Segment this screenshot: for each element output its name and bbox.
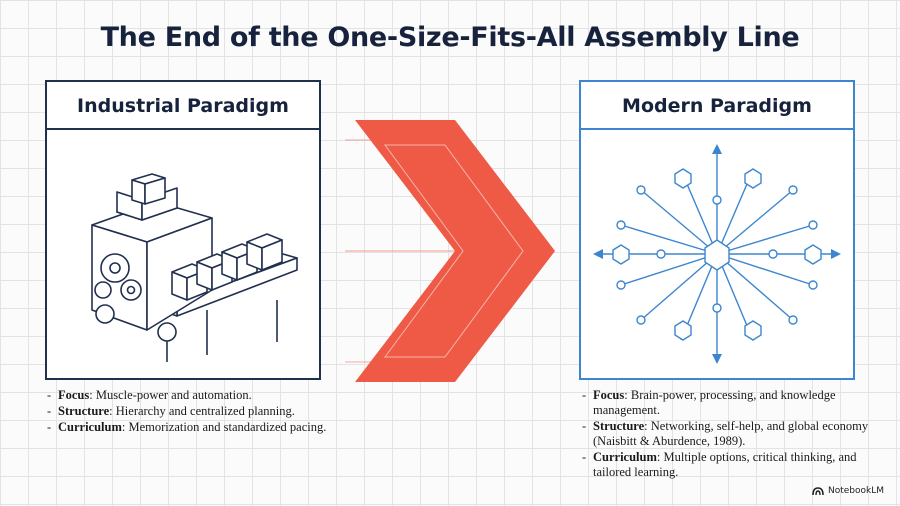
assembly-line-illustration: [91, 173, 298, 362]
modern-bullet-list: Focus: Brain-power, processing, and know…: [582, 388, 872, 481]
industrial-paradigm-heading: Industrial Paradigm: [47, 82, 319, 130]
list-item: Structure: Networking, self-help, and gl…: [582, 419, 872, 449]
list-item: Curriculum: Multiple options, critical t…: [582, 450, 872, 480]
modern-paradigm-panel: Modern Paradigm: [579, 80, 855, 380]
brand-label: NotebookLM: [827, 486, 884, 496]
network-illustration: [593, 144, 841, 364]
page-title: The End of the One-Size-Fits-All Assembl…: [100, 22, 800, 53]
industrial-paradigm-panel: Industrial Paradigm: [45, 80, 321, 380]
industrial-bullet-list: Focus: Muscle-power and automation. Stru…: [47, 388, 327, 436]
list-item: Focus: Brain-power, processing, and know…: [582, 388, 872, 418]
notebooklm-logo-icon: [812, 486, 824, 495]
modern-paradigm-heading: Modern Paradigm: [581, 82, 853, 130]
list-item: Curriculum: Memorization and standardize…: [47, 420, 327, 435]
list-item: Structure: Hierarchy and centralized pla…: [47, 404, 327, 419]
notebooklm-watermark: NotebookLM: [812, 486, 884, 496]
list-item: Focus: Muscle-power and automation.: [47, 388, 327, 403]
transition-arrow-icon: [345, 120, 555, 382]
